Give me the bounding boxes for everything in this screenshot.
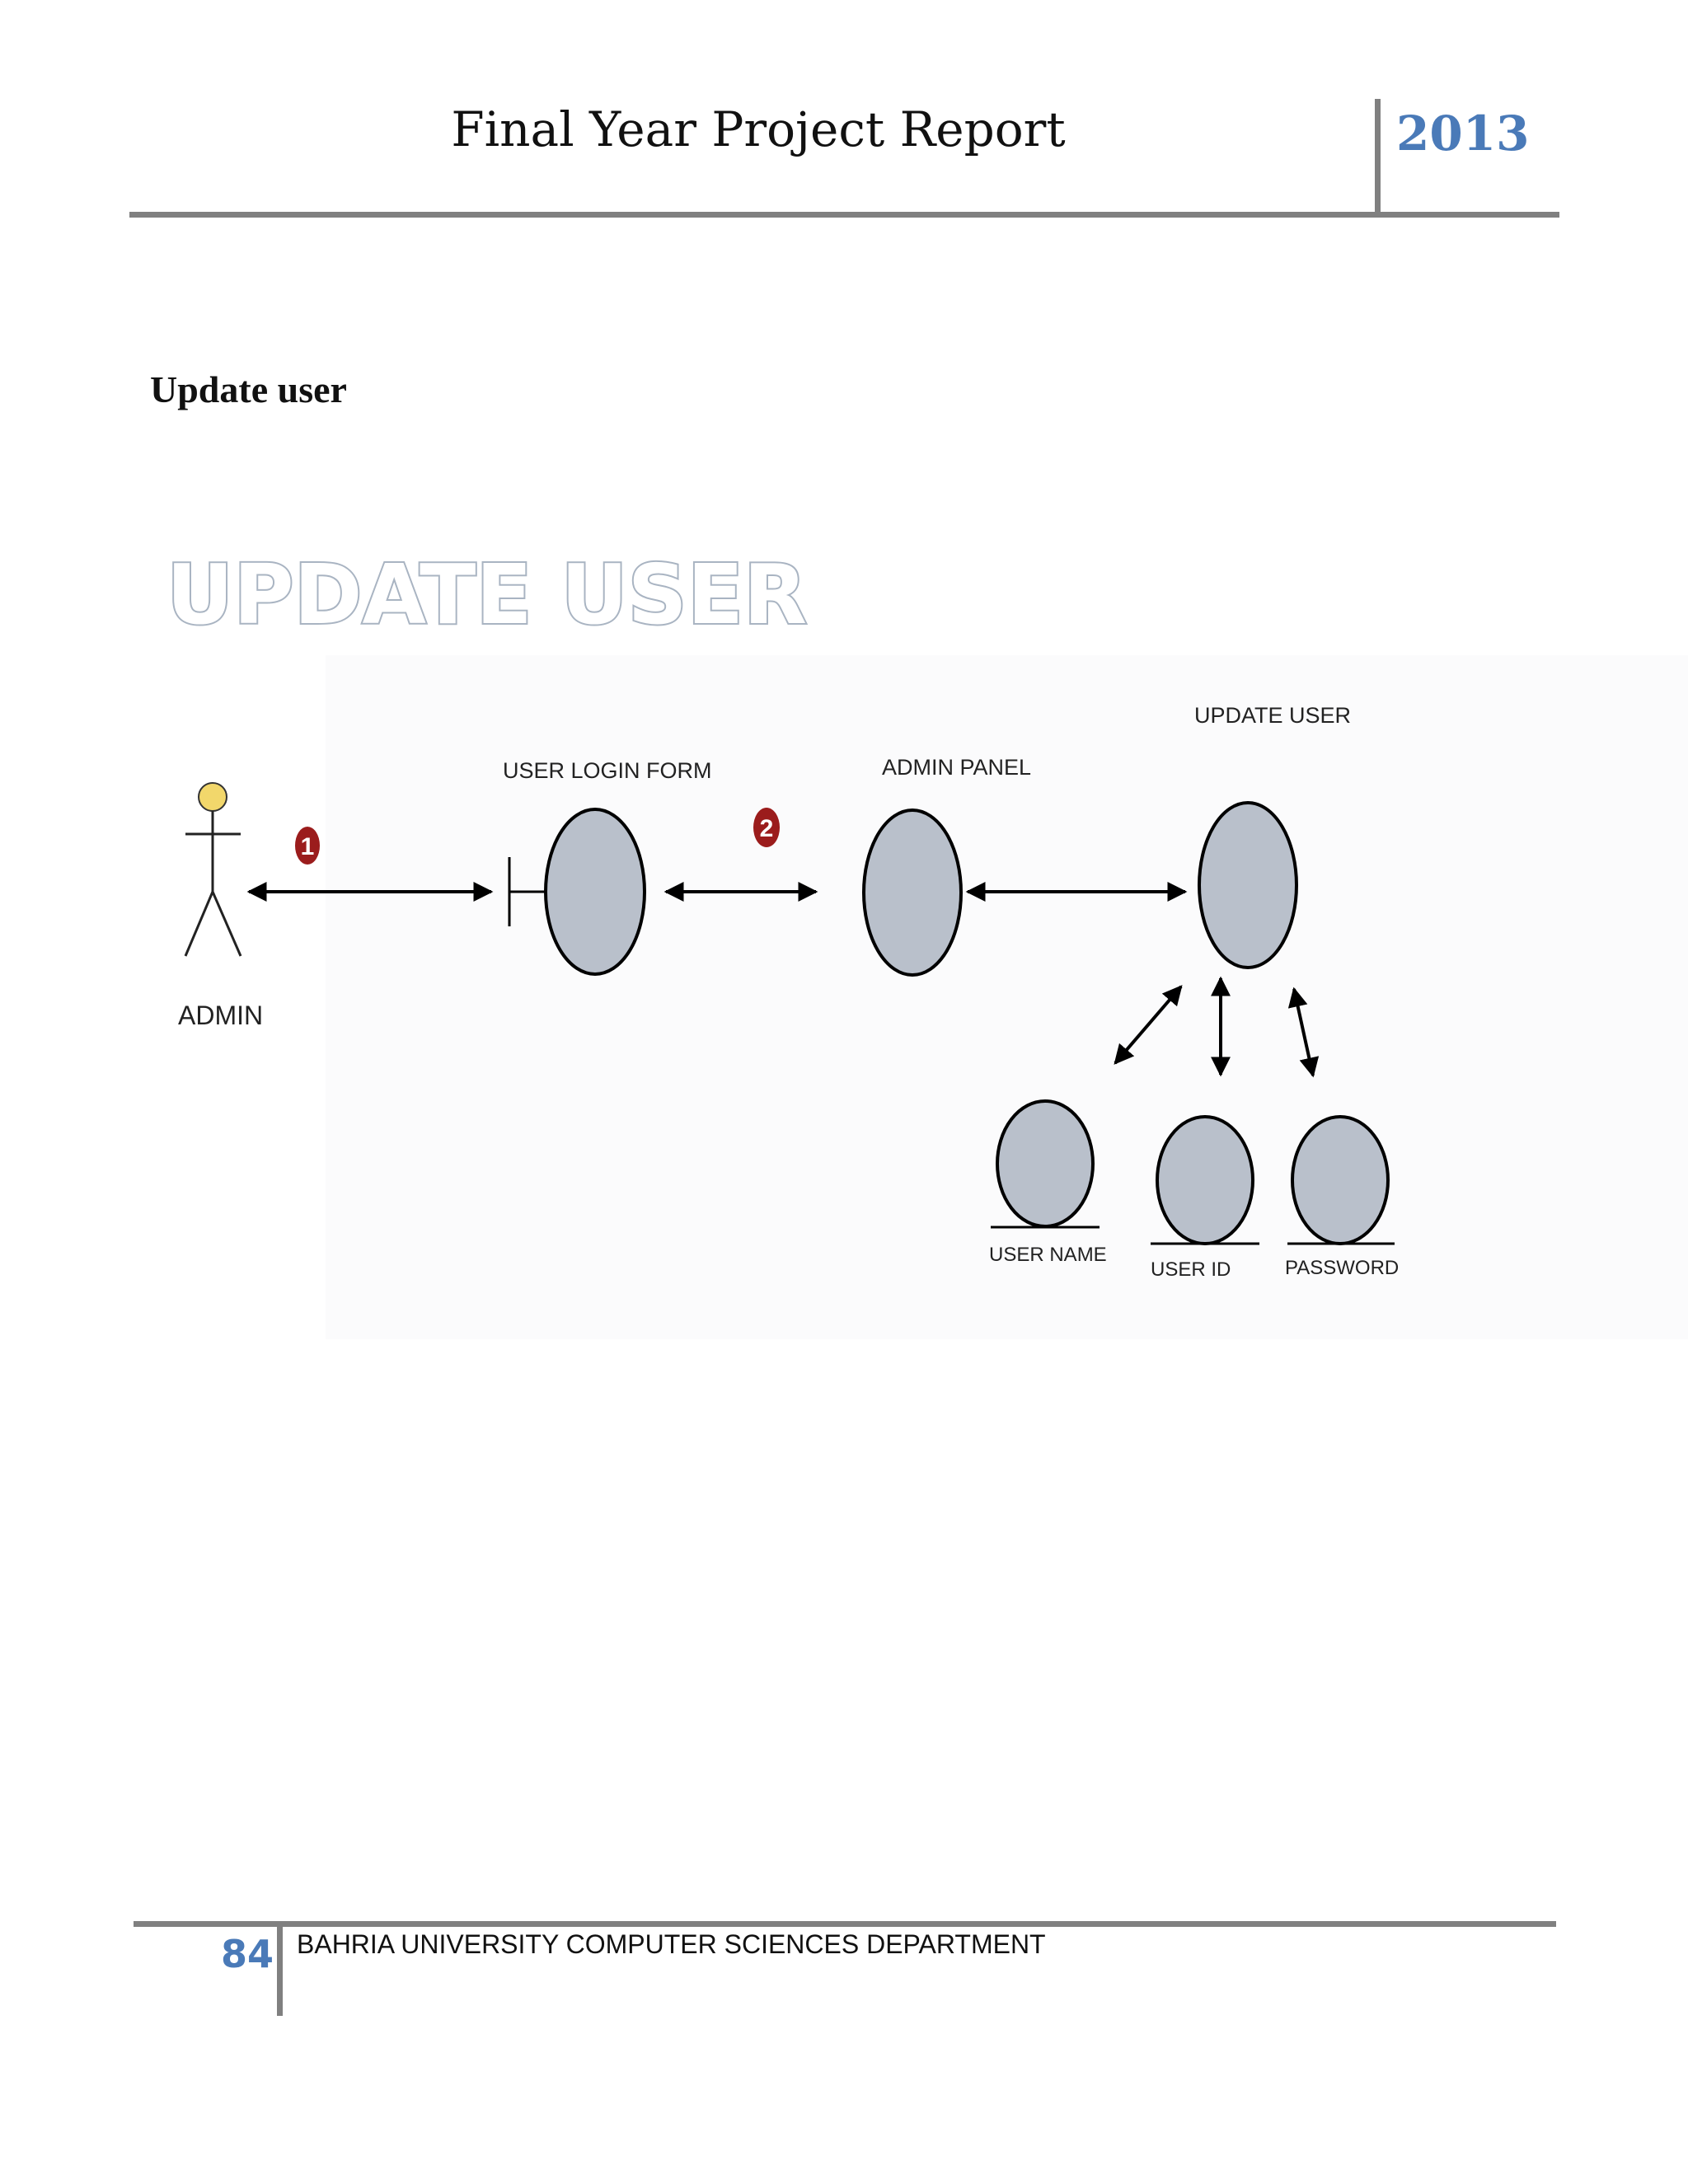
report-title: Final Year Project Report bbox=[451, 101, 1066, 157]
admin-panel-ellipse bbox=[862, 808, 963, 977]
footer-department: BAHRIA UNIVERSITY COMPUTER SCIENCES DEPA… bbox=[297, 1929, 1046, 1959]
password-label: PASSWORD bbox=[1285, 1257, 1399, 1279]
diagram-background bbox=[326, 655, 1688, 1339]
arrow-update-username bbox=[1114, 985, 1183, 1065]
page-number: 84 bbox=[221, 1932, 274, 1976]
step-badge-1: 1 bbox=[295, 827, 320, 865]
report-year: 2013 bbox=[1396, 105, 1530, 162]
footer-rule bbox=[134, 1921, 1556, 1927]
password-entity bbox=[1287, 1115, 1395, 1245]
step-badge-2: 2 bbox=[753, 808, 780, 847]
arrow-update-password bbox=[1287, 987, 1320, 1078]
user-login-form-boundary bbox=[508, 808, 646, 976]
user-id-entity bbox=[1151, 1115, 1259, 1245]
footer-divider bbox=[277, 1921, 283, 2016]
user-name-label: USER NAME bbox=[989, 1244, 1107, 1266]
diagram-title: UPDATE USER bbox=[166, 546, 807, 643]
header-divider bbox=[1375, 99, 1381, 217]
svg-text:1: 1 bbox=[301, 833, 315, 860]
svg-text:2: 2 bbox=[760, 815, 774, 842]
update-user-ellipse bbox=[1198, 801, 1298, 969]
admin-panel-label: ADMIN PANEL bbox=[882, 755, 1031, 780]
user-id-label: USER ID bbox=[1151, 1258, 1231, 1281]
update-user-diagram: UPDATE USER ADMIN 1 USER LOGIN FORM 2 AD… bbox=[165, 545, 1688, 1339]
user-login-form-label: USER LOGIN FORM bbox=[503, 758, 712, 783]
header-rule bbox=[129, 212, 1559, 218]
admin-label: ADMIN bbox=[178, 1001, 263, 1030]
admin-actor-icon bbox=[184, 782, 242, 957]
section-heading: Update user bbox=[150, 368, 347, 410]
update-user-label: UPDATE USER bbox=[1194, 703, 1351, 728]
user-name-entity bbox=[991, 1099, 1100, 1229]
